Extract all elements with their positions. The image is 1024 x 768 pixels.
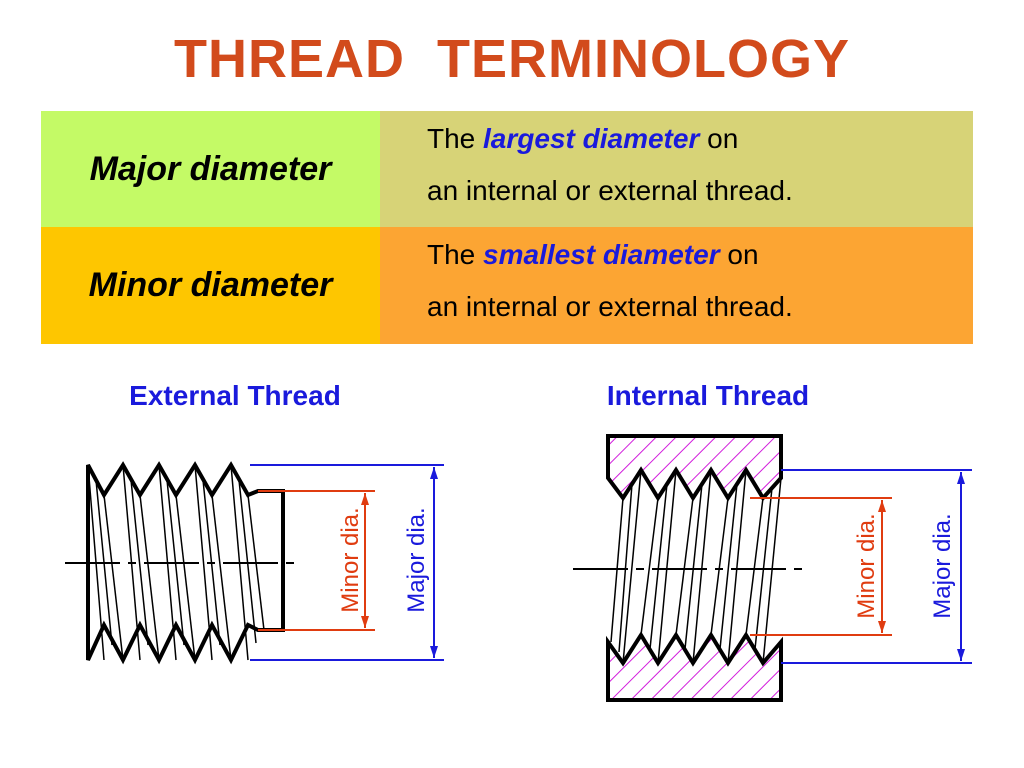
definition-prefix: The — [427, 239, 476, 270]
internal-major-label: Major dia. — [929, 513, 956, 618]
definition-line-2: an internal or external thread. — [427, 175, 793, 206]
internal-thread-diagram: Internal Thread — [573, 380, 972, 702]
term-minor-diameter: Minor diameter — [41, 227, 380, 344]
internal-thread-heading: Internal Thread — [607, 380, 809, 411]
external-thread-body — [65, 461, 298, 665]
external-major-label: Major dia. — [403, 507, 430, 612]
definition-major-diameter: The largest diameter on an internal or e… — [380, 111, 973, 227]
external-thread-heading: External Thread — [129, 380, 341, 411]
thread-diagrams: External Thread — [65, 380, 972, 702]
definition-line-2: an internal or external thread. — [427, 291, 793, 322]
external-major-dimension: Major dia. — [250, 464, 444, 661]
table-row-major: Major diameter The largest diameter on a… — [41, 111, 973, 227]
definition-prefix: The — [427, 123, 476, 154]
page-title: THREAD TERMINOLOGY — [174, 29, 850, 89]
definition-line-1: The smallest diameter on — [427, 239, 759, 271]
internal-minor-label: Minor dia. — [853, 513, 880, 618]
term-major-diameter: Major diameter — [41, 111, 380, 227]
external-thread-diagram: External Thread — [65, 380, 444, 665]
internal-major-dimension: Major dia. — [781, 469, 972, 664]
definition-highlight: largest diameter — [483, 123, 700, 154]
definition-minor-diameter: The smallest diameter on an internal or … — [380, 227, 973, 344]
table-row-minor: Minor diameter The smallest diameter on … — [41, 227, 973, 344]
external-minor-dimension: Minor dia. — [258, 490, 375, 631]
definition-highlight: smallest diameter — [483, 239, 720, 270]
external-minor-label: Minor dia. — [337, 507, 364, 612]
definition-suffix: on — [707, 123, 739, 154]
internal-thread-body — [573, 434, 805, 702]
internal-hatch-bottom — [606, 631, 783, 702]
terminology-table: Major diameter The largest diameter on a… — [41, 111, 973, 344]
definition-line-1: The largest diameter on — [427, 123, 738, 155]
definition-suffix: on — [727, 239, 759, 270]
internal-minor-dimension: Minor dia. — [750, 497, 892, 636]
internal-hatch-top — [606, 434, 783, 502]
